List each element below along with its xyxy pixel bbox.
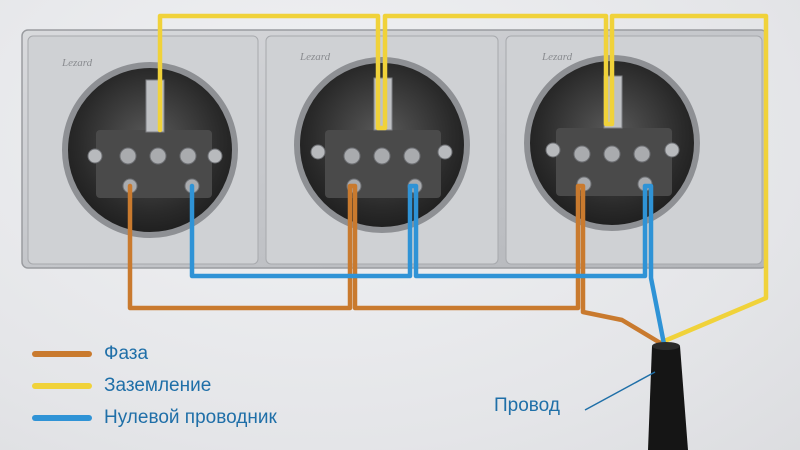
mounting-screw: [310, 144, 326, 160]
mounting-screw: [87, 148, 103, 164]
legend-label: Нулевой проводник: [104, 407, 277, 428]
neutral-wire: [189, 183, 667, 347]
phase-wire: [127, 183, 665, 347]
mounting-screw: [437, 144, 453, 160]
legend-label: Заземление: [104, 375, 212, 396]
cable-end: [652, 342, 680, 350]
screw-terminal: [603, 145, 621, 163]
screw-terminal: [373, 147, 391, 165]
mounting-screw: [545, 142, 561, 158]
legend-label: Фаза: [104, 343, 149, 364]
screw-terminal: [403, 147, 421, 165]
brand-logo: Lezard: [61, 57, 93, 69]
legend-item-ground: Заземление: [32, 370, 277, 402]
cable: [648, 346, 688, 450]
socket-2: Lezard: [265, 35, 499, 265]
screw-terminal: [573, 145, 591, 163]
phase-swatch: [32, 351, 92, 357]
legend-item-phase: Фаза: [32, 338, 277, 370]
mounting-screw: [207, 148, 223, 164]
cable-label: Провод: [494, 395, 560, 416]
socket-3: Lezard: [505, 35, 763, 265]
cable-pointer-line: [584, 371, 656, 411]
screw-terminal: [633, 145, 651, 163]
legend: Фаза Заземление Нулевой проводник: [32, 338, 277, 434]
screw-terminal: [343, 147, 361, 165]
brand-logo: Lezard: [541, 51, 573, 63]
mounting-screw: [664, 142, 680, 158]
screw-terminal: [149, 147, 167, 165]
brand-logo: Lezard: [299, 51, 331, 63]
neutral-swatch: [32, 415, 92, 421]
socket-ring: [294, 57, 470, 233]
legend-item-neutral: Нулевой проводник: [32, 402, 277, 434]
socket-1: Lezard: [27, 35, 259, 265]
screw-terminal: [179, 147, 197, 165]
ground-wire: [157, 13, 769, 345]
ground-swatch: [32, 383, 92, 389]
socket-ring: [62, 62, 238, 238]
screw-terminal: [119, 147, 137, 165]
